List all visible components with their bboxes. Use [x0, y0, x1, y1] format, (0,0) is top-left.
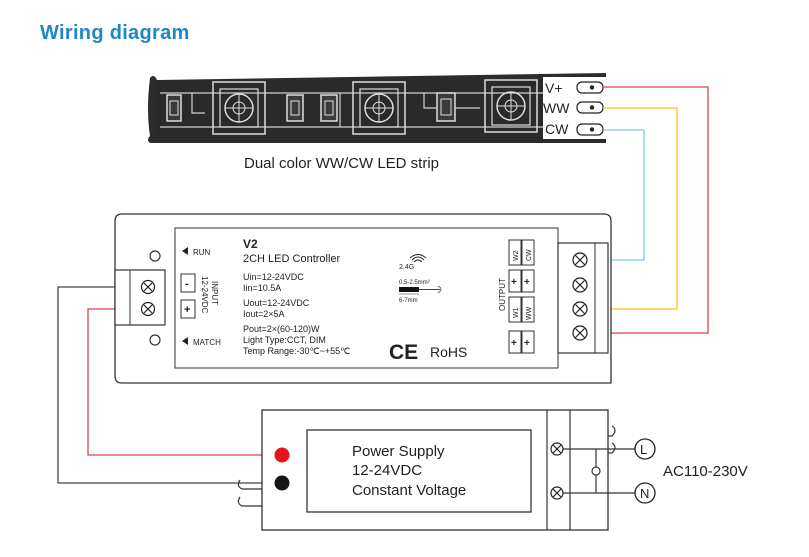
screw-icon — [140, 279, 156, 295]
strip-label-vplus: V+ — [545, 80, 563, 96]
wire-gauge-label: 0.5-2.5mm² — [399, 280, 430, 286]
wire-dc-minus — [57, 286, 282, 484]
match-arrow-icon — [182, 337, 188, 345]
resistor-4 — [436, 92, 456, 122]
wireless-icon — [409, 254, 427, 263]
out-ww-label: WW — [526, 306, 533, 320]
wire-strip-icon — [399, 285, 442, 295]
screw-icon — [140, 301, 156, 317]
output-label: OUTPUT — [498, 278, 507, 311]
wire-vplus — [593, 86, 709, 334]
match-label: MATCH — [193, 338, 221, 347]
ce-mark: CE — [389, 341, 418, 364]
resistor-1 — [166, 94, 182, 122]
screw-icon — [550, 442, 564, 456]
rohs-mark: RoHS — [430, 344, 467, 360]
output-label-grid — [508, 239, 535, 354]
neutral-terminal-icon: N — [634, 482, 656, 504]
screw-icon — [550, 486, 564, 500]
input-terminal-block — [114, 269, 166, 326]
wire-ww — [593, 107, 678, 310]
wire-cw — [593, 129, 645, 261]
run-arrow-icon — [182, 247, 188, 255]
screw-icon — [572, 325, 588, 341]
spec-light-type: Light Type:CCT, DIM — [243, 335, 326, 345]
controller-model: V2 — [243, 237, 258, 251]
strip-label-ww: WW — [543, 100, 570, 116]
spec-iout: Iout=2×5A — [243, 309, 285, 319]
out-w1-label: W1 — [513, 307, 520, 318]
screw-icon — [572, 277, 588, 293]
freq-label: 2.4G — [399, 264, 414, 271]
led-strip: V+ WW CW — [148, 73, 607, 143]
input-minus: - — [185, 278, 189, 290]
mount-hole — [149, 334, 161, 346]
psu-line-3: Constant Voltage — [352, 482, 466, 499]
neutral-label: N — [640, 486, 649, 501]
input-label: INPUT — [210, 281, 219, 305]
dc-minus-terminal — [274, 475, 290, 491]
resistor-3 — [320, 94, 338, 122]
diagram-title: Wiring diagram — [40, 22, 190, 44]
out-plus-3: + — [511, 338, 517, 349]
power-supply-box: Power Supply 12-24VDC Constant Voltage L… — [237, 409, 748, 531]
led-chip-2 — [352, 81, 406, 135]
psu-line-2: 12-24VDC — [352, 462, 422, 479]
out-w2-label: W2 — [513, 250, 520, 261]
strip-length-label: 6-7mm — [399, 298, 418, 304]
screw-icon — [572, 301, 588, 317]
spec-pout: Pout=2×(60-120)W — [243, 324, 320, 334]
out-cw-label: CW — [526, 249, 533, 261]
spec-iin: Iin=10.5A — [243, 283, 281, 293]
led-chip-1 — [212, 81, 266, 135]
spec-temp-range: Temp Range:-30℃~+55℃ — [243, 346, 350, 356]
input-plus: + — [184, 304, 190, 316]
resistor-2 — [286, 94, 304, 122]
out-plus-1: + — [511, 277, 517, 288]
controller-box: RUN MATCH - + INPUT 12-24VDC V2 2CH LED … — [114, 213, 612, 384]
psu-line-1: Power Supply — [352, 443, 445, 460]
out-plus-2: + — [524, 277, 530, 288]
live-label: L — [640, 442, 647, 457]
led-chip-3 — [484, 79, 538, 133]
ac-voltage-label: AC110-230V — [663, 463, 748, 480]
spec-uout: Uout=12-24VDC — [243, 298, 310, 308]
out-plus-4: + — [524, 338, 530, 349]
live-terminal-icon: L — [634, 438, 656, 460]
mount-hole — [149, 250, 161, 262]
run-label: RUN — [193, 248, 211, 257]
input-voltage-label: 12-24VDC — [200, 276, 209, 314]
dc-plus-terminal — [274, 447, 290, 463]
screw-icon — [572, 252, 588, 268]
controller-name: 2CH LED Controller — [243, 253, 341, 265]
strip-label-cw: CW — [545, 121, 569, 137]
strip-caption: Dual color WW/CW LED strip — [244, 155, 439, 172]
spec-uin: Uin=12-24VDC — [243, 272, 304, 282]
